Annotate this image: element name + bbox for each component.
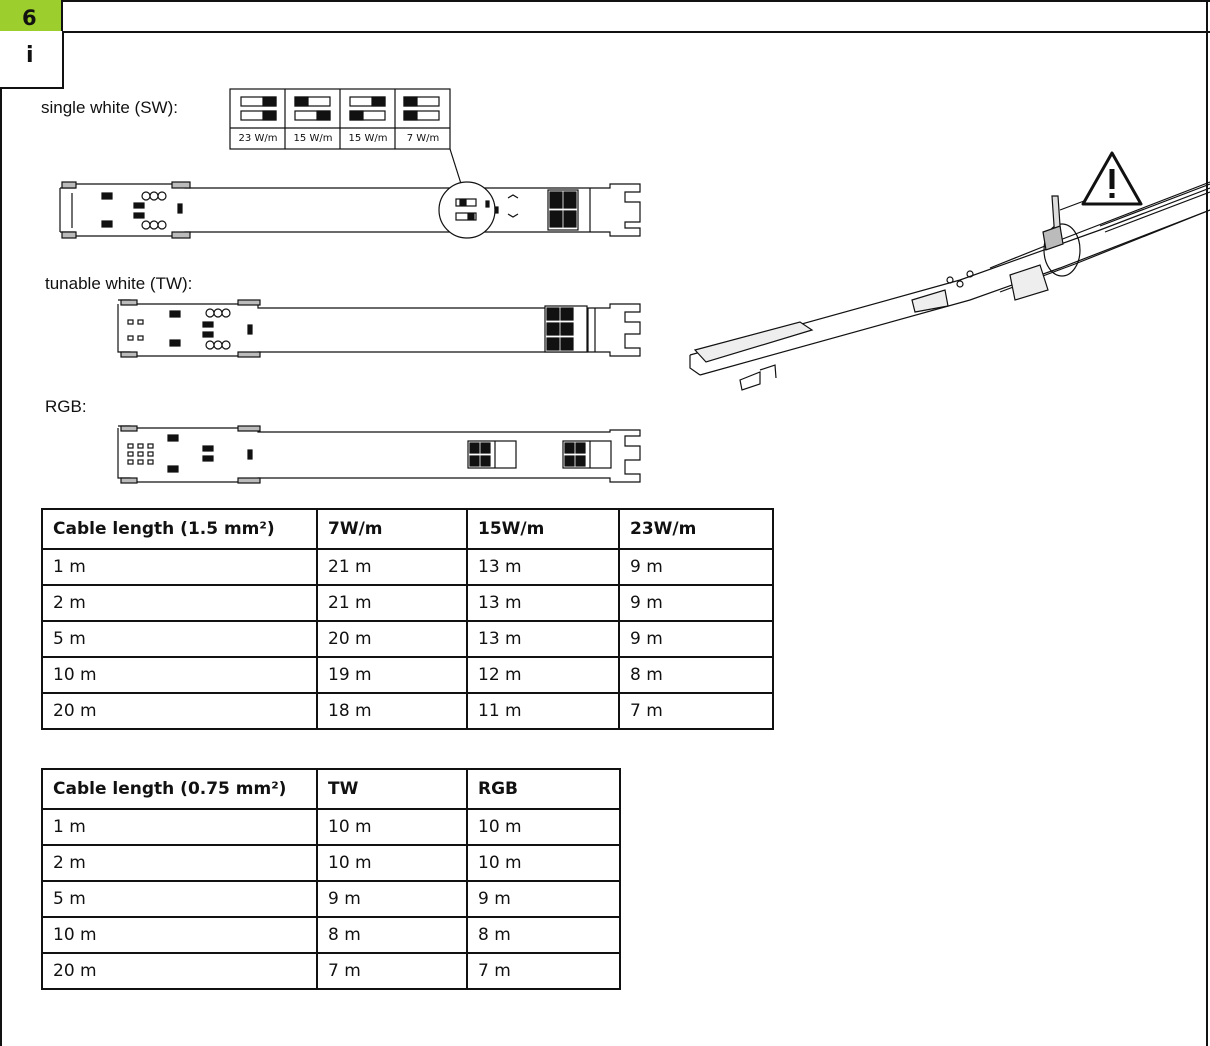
- info-box: i: [0, 31, 64, 89]
- label-tunable-white: tunable white (TW):: [45, 274, 193, 293]
- table-cell: 20 m: [41, 692, 318, 730]
- table-cell: 10 m: [466, 844, 621, 882]
- table-row: 2 m 21 m 13 m 9 m: [41, 584, 774, 622]
- table-cell: 10 m: [41, 656, 318, 694]
- warning-triangle-icon: [1081, 151, 1143, 206]
- table-cell: 9 m: [618, 548, 774, 586]
- table-row: 1 m 10 m 10 m: [41, 808, 621, 846]
- wiring-illustrations: [59, 88, 1210, 484]
- table-cell: 5 m: [41, 620, 318, 658]
- table-cell: 1 m: [41, 808, 318, 846]
- table-header: 23W/m: [618, 508, 774, 550]
- table-cell: 7 m: [466, 952, 621, 990]
- table-header-row: Cable length (1.5 mm²) 7W/m 15W/m 23W/m: [41, 508, 774, 550]
- cable-length-table-0-75mm: Cable length (0.75 mm²) TW RGB 1 m 10 m …: [41, 768, 621, 990]
- step-number-badge: 6: [0, 0, 63, 31]
- table-cell: 9 m: [618, 584, 774, 622]
- table-cell: 18 m: [316, 692, 468, 730]
- table-cell: 9 m: [618, 620, 774, 658]
- table-cell: 13 m: [466, 620, 620, 658]
- switch-setting-4: 7 W/m: [406, 133, 440, 144]
- table-cell: 7 m: [618, 692, 774, 730]
- header-divider: [0, 31, 1210, 33]
- table-header: 15W/m: [466, 508, 620, 550]
- table-row: 1 m 21 m 13 m 9 m: [41, 548, 774, 586]
- table-cell: 2 m: [41, 844, 318, 882]
- table-header-row: Cable length (0.75 mm²) TW RGB: [41, 768, 621, 810]
- label-single-white: single white (SW):: [41, 98, 178, 117]
- table-cell: 20 m: [41, 952, 318, 990]
- table-cell: 19 m: [316, 656, 468, 694]
- step-number: 6: [22, 6, 37, 30]
- tw-led-strip: [117, 299, 641, 358]
- table-cell: 8 m: [466, 916, 621, 954]
- top-border: [0, 0, 1210, 2]
- table-cell: 20 m: [316, 620, 468, 658]
- table-cell: 8 m: [316, 916, 468, 954]
- table-row: 20 m 18 m 11 m 7 m: [41, 692, 774, 730]
- cable-length-table-1-5mm: Cable length (1.5 mm²) 7W/m 15W/m 23W/m …: [41, 508, 774, 730]
- table-cell: 12 m: [466, 656, 620, 694]
- table-row: 10 m 8 m 8 m: [41, 916, 621, 954]
- table-header: Cable length (0.75 mm²): [41, 768, 318, 810]
- switch-setting-1: 23 W/m: [238, 133, 278, 144]
- table-header: Cable length (1.5 mm²): [41, 508, 318, 550]
- table-row: 20 m 7 m 7 m: [41, 952, 621, 990]
- table-cell: 10 m: [316, 808, 468, 846]
- table-cell: 1 m: [41, 548, 318, 586]
- table-cell: 2 m: [41, 584, 318, 622]
- table-cell: 21 m: [316, 548, 468, 586]
- table-cell: 11 m: [466, 692, 620, 730]
- table-cell: 10 m: [316, 844, 468, 882]
- dip-switch-panel: [229, 88, 464, 191]
- table-row: 5 m 20 m 13 m 9 m: [41, 620, 774, 658]
- label-rgb: RGB:: [45, 397, 87, 416]
- table-cell: 9 m: [316, 880, 468, 918]
- table-cell: 5 m: [41, 880, 318, 918]
- installation-perspective-drawing: [689, 181, 1210, 391]
- info-icon: i: [26, 43, 34, 68]
- table-cell: 7 m: [316, 952, 468, 990]
- table-header: 7W/m: [316, 508, 468, 550]
- switch-setting-3: 15 W/m: [348, 133, 388, 144]
- sw-led-strip: [59, 181, 641, 239]
- table-row: 10 m 19 m 12 m 8 m: [41, 656, 774, 694]
- table-cell: 10 m: [41, 916, 318, 954]
- table-row: 2 m 10 m 10 m: [41, 844, 621, 882]
- table-cell: 9 m: [466, 880, 621, 918]
- table-cell: 13 m: [466, 584, 620, 622]
- table-cell: 10 m: [466, 808, 621, 846]
- table-row: 5 m 9 m 9 m: [41, 880, 621, 918]
- table-cell: 21 m: [316, 584, 468, 622]
- table-header: RGB: [466, 768, 621, 810]
- rgb-led-strip: [117, 425, 641, 484]
- table-header: TW: [316, 768, 468, 810]
- switch-setting-2: 15 W/m: [293, 133, 333, 144]
- table-cell: 8 m: [618, 656, 774, 694]
- table-cell: 13 m: [466, 548, 620, 586]
